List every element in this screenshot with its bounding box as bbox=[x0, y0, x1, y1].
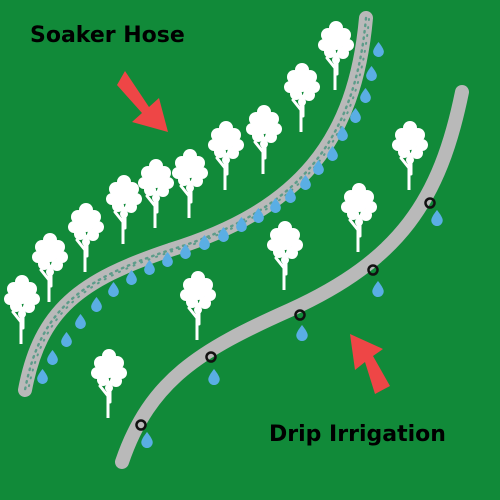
water-drop-icon bbox=[208, 369, 220, 385]
water-drop-icon bbox=[360, 88, 371, 103]
tree-icon bbox=[390, 119, 430, 190]
water-drop-icon bbox=[61, 332, 72, 347]
tree-icon bbox=[170, 147, 210, 218]
tree-icon bbox=[339, 181, 379, 252]
tree-icon bbox=[265, 219, 305, 290]
soaker-hose-pores bbox=[23, 16, 368, 392]
water-drop-icon bbox=[372, 281, 384, 297]
water-drop-icon bbox=[366, 66, 377, 81]
water-drop-icon bbox=[373, 42, 384, 57]
drip-line-tube bbox=[115, 85, 469, 469]
emitter-ring-icon bbox=[294, 309, 306, 321]
drip-line bbox=[115, 85, 469, 469]
tree-icon bbox=[66, 201, 106, 272]
emitter-ring-icon bbox=[205, 351, 217, 363]
water-drop-icon bbox=[47, 350, 58, 365]
emitter-ring-icon bbox=[135, 419, 147, 431]
water-drop-icon bbox=[75, 314, 86, 329]
tree-icon bbox=[244, 103, 284, 174]
water-drop-icon bbox=[37, 369, 48, 384]
drip-arrow bbox=[350, 334, 390, 394]
soaker-hose bbox=[18, 11, 373, 397]
tree-icon bbox=[30, 231, 70, 302]
arrow-icon bbox=[350, 334, 390, 394]
water-drop-icon bbox=[141, 432, 153, 448]
drip-emitters bbox=[135, 197, 436, 431]
tree-icon bbox=[178, 269, 218, 340]
water-drop-icon bbox=[108, 282, 119, 297]
tree-icon bbox=[2, 273, 42, 344]
tree-icon bbox=[104, 173, 144, 244]
arrow-icon bbox=[117, 71, 168, 132]
emitter-ring-icon bbox=[424, 197, 436, 209]
soaker-hose-label: Soaker Hose bbox=[30, 23, 185, 48]
water-drop-icon bbox=[296, 325, 308, 341]
emitter-ring-icon bbox=[367, 264, 379, 276]
drip-irrigation-label: Drip Irrigation bbox=[269, 422, 446, 447]
soaker-arrow bbox=[117, 71, 168, 132]
water-drop-icon bbox=[91, 297, 102, 312]
tree-icon bbox=[206, 119, 246, 190]
tree-icon bbox=[282, 61, 322, 132]
tree-icon bbox=[136, 157, 176, 228]
tree-icon bbox=[89, 347, 129, 418]
water-drop-icon bbox=[431, 210, 443, 226]
